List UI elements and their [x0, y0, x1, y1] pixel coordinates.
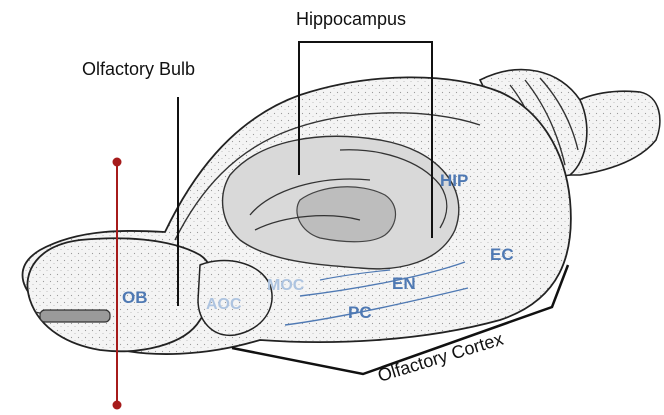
olfactory-bulb-label: Olfactory Bulb: [82, 59, 195, 79]
region-label-ob: OB: [122, 288, 148, 307]
olfactory-bulb: [27, 238, 213, 351]
hippocampus-label: Hippocampus: [296, 9, 406, 29]
region-label-ec: EC: [490, 245, 514, 264]
section-line-top-dot: [113, 158, 122, 167]
hippocampal-region: [223, 136, 459, 269]
region-label-en: EN: [392, 274, 416, 293]
region-label-aoc: AOC: [206, 296, 242, 313]
region-label-hip: HIP: [440, 171, 468, 190]
region-label-pc: PC: [348, 303, 372, 322]
section-line-bottom-dot: [113, 401, 122, 410]
region-label-moc: MOC: [267, 277, 305, 294]
